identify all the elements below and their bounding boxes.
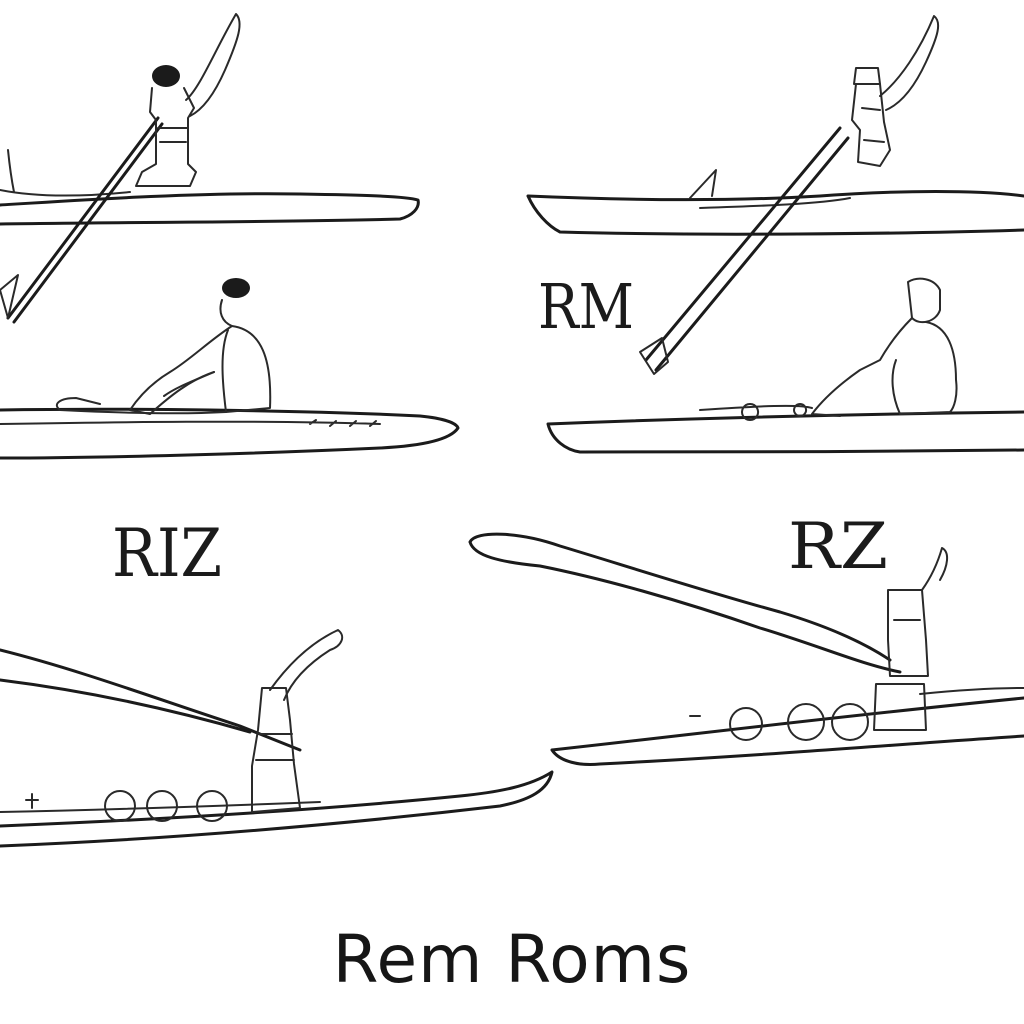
oar-shaft	[644, 126, 850, 372]
rower-body	[129, 299, 272, 415]
rower-head	[222, 278, 250, 298]
sketch-panel-bottom-left	[0, 629, 554, 848]
rigger-ring	[787, 703, 825, 741]
rower-body	[135, 87, 197, 187]
rower-body	[251, 687, 301, 813]
rower-raised-arm	[879, 15, 940, 111]
rower-head	[853, 67, 881, 85]
panel-label-middle-left: RIZ	[112, 515, 222, 592]
sketch-panel-top-right	[526, 15, 1024, 375]
panel-label-middle-right: RZ	[788, 510, 888, 584]
boat-hull	[0, 770, 554, 848]
sketch-panel-middle-left	[0, 278, 460, 460]
oar-shaft	[0, 648, 302, 752]
boat-hull	[546, 410, 1024, 454]
boat-deck-line	[0, 793, 321, 813]
rigger-ring	[146, 790, 178, 822]
sheet-caption: Rem Roms	[332, 921, 692, 998]
panel-label-top-right: RM	[538, 270, 634, 343]
rower-raised-arm	[269, 629, 344, 701]
oar-handle	[468, 532, 902, 674]
boat-deck-line	[0, 419, 381, 427]
rigger-ring	[831, 703, 869, 741]
boat-hull	[550, 696, 1024, 766]
rower-raised-arm	[921, 547, 948, 591]
sketch-panel-bottom-right	[468, 532, 1024, 766]
oar-blade	[639, 337, 669, 375]
rower-raised-arm	[185, 13, 241, 117]
rigger-ring	[196, 790, 228, 822]
rigger-ring	[104, 790, 136, 822]
rower-body	[851, 83, 891, 167]
sketch-panel-top-left	[0, 13, 420, 324]
oar-shaft	[6, 116, 164, 324]
rower-head	[907, 277, 941, 324]
sketch-panel-middle-right	[546, 277, 1024, 454]
boat-deck-line	[689, 687, 1024, 717]
boat-hull	[0, 192, 420, 226]
rower-head	[152, 65, 180, 87]
rower-legs	[55, 371, 227, 415]
boat-deck-line	[699, 403, 813, 421]
boat-bow-spike	[689, 169, 851, 209]
rigger-ring	[729, 707, 763, 741]
boat-hull	[0, 407, 460, 460]
oar-blade	[0, 274, 19, 319]
rower-body	[811, 317, 958, 417]
boat-deck-line	[0, 149, 131, 197]
boat-hull	[526, 190, 1024, 236]
